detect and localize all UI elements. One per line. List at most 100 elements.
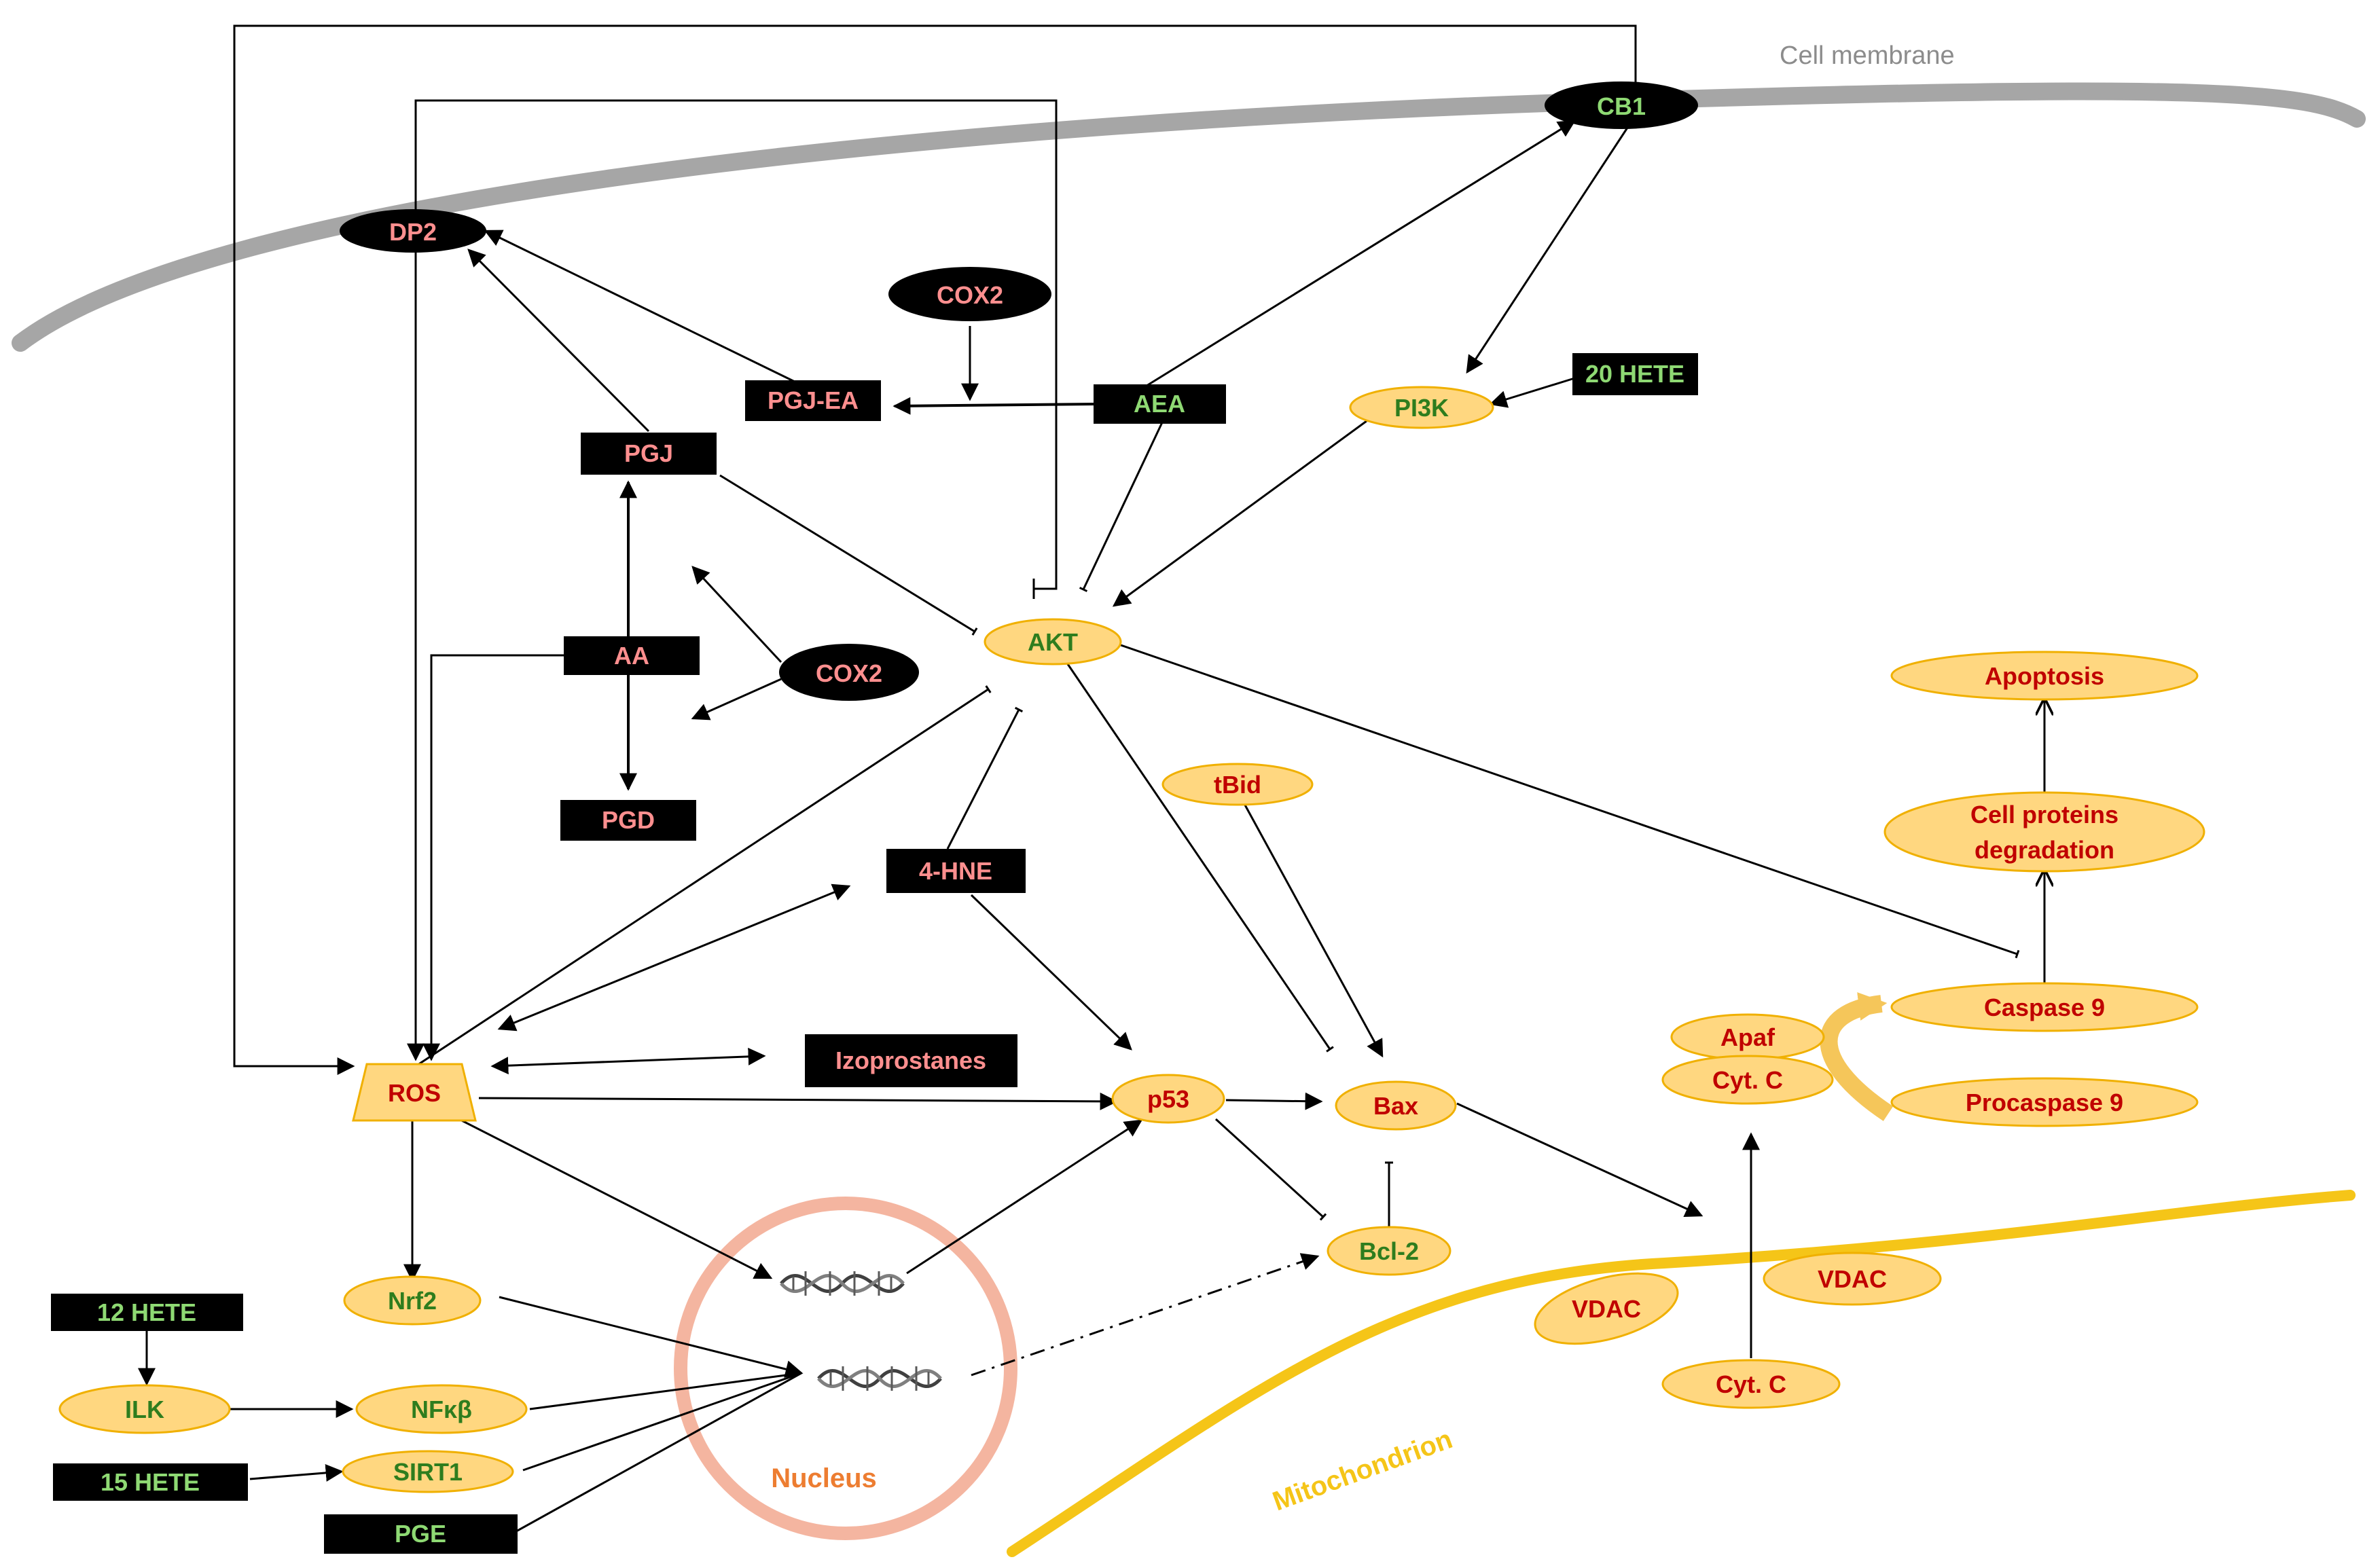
ros-p53 <box>478 1092 1118 1110</box>
nrf2-label: Nrf2 <box>388 1287 437 1315</box>
pi3k-akt <box>1112 420 1367 607</box>
pgd-label: PGD <box>602 806 655 834</box>
ilk-shape <box>58 1384 231 1434</box>
aea-akt <box>1079 420 1164 592</box>
akt-bax <box>1065 661 1334 1053</box>
hne-akt <box>946 706 1024 850</box>
pgj-ea-label: PGJ-EA <box>768 386 859 414</box>
dna-lower-icon <box>817 1366 942 1391</box>
ros-shape <box>352 1063 477 1122</box>
pgj-node: PGJ <box>581 433 717 475</box>
hete20-label: 20 HETE <box>1585 360 1684 388</box>
hete12-label: 12 HETE <box>97 1298 196 1326</box>
bax-vdac <box>1456 1102 1703 1218</box>
cell-membrane-label: Cell membrane <box>1780 41 1955 70</box>
ros-label: ROS <box>388 1079 441 1107</box>
apaf-label: Apaf <box>1720 1023 1775 1051</box>
hete15-node: 15 HETE <box>53 1463 248 1501</box>
aa-to-ros <box>422 654 564 1061</box>
cytc-lower-label: Cyt. C <box>1716 1370 1786 1398</box>
cytc-upper-shape <box>1661 1055 1834 1105</box>
dp2-node: DP2 <box>340 209 486 253</box>
apoptosis-label: Apoptosis <box>1985 662 2104 690</box>
tbid-shape <box>1161 763 1314 806</box>
pge-node: PGE <box>324 1514 518 1554</box>
nucleus-label: Nucleus <box>771 1463 877 1493</box>
pgj-label: PGJ <box>624 439 673 467</box>
nrf2-shape <box>343 1275 482 1326</box>
pgj-to-dp2 <box>467 249 650 433</box>
aea-node: AEA <box>1094 384 1226 424</box>
sirt1-label: SIRT1 <box>393 1458 463 1486</box>
pi3k-shape <box>1349 386 1494 429</box>
ros-izoprostanes <box>490 1047 766 1075</box>
nucleus <box>674 1197 1017 1540</box>
vdac-right-label: VDAC <box>1818 1265 1887 1293</box>
bax-label: Bax <box>1373 1092 1418 1120</box>
caspase9-shape <box>1890 982 2199 1032</box>
procaspase-activation-arrow <box>1820 992 1894 1121</box>
pgjea-to-dp2 <box>484 230 795 383</box>
hete20-node: 20 HETE <box>1572 353 1698 395</box>
hete15-label: 15 HETE <box>101 1468 200 1496</box>
aea-cb1 <box>1140 120 1576 390</box>
akt-caspase9 <box>1120 644 2020 959</box>
connectors <box>138 24 2044 1533</box>
mitochondrion-label: Mitochondrion <box>1269 1424 1456 1516</box>
nfkb-shape <box>355 1384 528 1434</box>
tbid-bax <box>1242 801 1384 1058</box>
p53-bcl2 <box>1214 1118 1327 1221</box>
cb1-label: CB1 <box>1597 92 1646 120</box>
ros-dna <box>448 1112 773 1279</box>
aea-to-pgjea <box>892 397 1096 415</box>
cell-proteins-label-1: Cell proteins <box>1970 801 2118 828</box>
mitochondrial-membrane <box>1007 1190 2356 1557</box>
cox2-top-node: COX2 <box>888 267 1051 321</box>
cytc-upper-label: Cyt. C <box>1712 1066 1783 1094</box>
aa-node: AA <box>564 636 700 675</box>
procaspase9-shape <box>1890 1077 2199 1127</box>
hete12-node: 12 HETE <box>51 1294 243 1331</box>
bax-shape <box>1335 1080 1457 1131</box>
sirt1-dna <box>522 1372 802 1472</box>
ilk-label: ILK <box>125 1396 164 1423</box>
pgj-ea-node: PGJ-EA <box>745 380 881 421</box>
pgd-node: PGD <box>560 800 696 841</box>
vdac-left-label: VDAC <box>1572 1295 1641 1323</box>
cb1-node: CB1 <box>1545 81 1698 129</box>
ros-hne <box>497 883 851 1032</box>
cox2-mid-down <box>691 678 782 721</box>
bcl2-label: Bcl-2 <box>1359 1237 1419 1265</box>
dp2-akt-loop <box>414 99 1058 590</box>
sirt1-shape <box>342 1450 514 1493</box>
nfkb-label: NFκβ <box>411 1396 472 1423</box>
hne-p53 <box>970 894 1132 1051</box>
procaspase9-label: Procaspase 9 <box>1966 1089 2123 1116</box>
hne-label: 4-HNE <box>919 857 992 885</box>
p53-bax <box>1225 1092 1323 1110</box>
p53-label: p53 <box>1147 1085 1189 1113</box>
bcl2-shape <box>1327 1226 1452 1276</box>
aea-label: AEA <box>1134 390 1185 418</box>
caspase9-label: Caspase 9 <box>1984 993 2105 1021</box>
dna-p53 <box>906 1119 1143 1275</box>
nrf2-dna <box>499 1296 804 1378</box>
cb1-pi3k <box>1466 125 1630 374</box>
cox2-mid-node: COX2 <box>779 644 919 701</box>
cox2-mid-up <box>691 566 782 663</box>
cox2-mid-label: COX2 <box>816 659 882 687</box>
hete15-sirt1 <box>249 1463 344 1482</box>
pge-dna <box>516 1372 802 1533</box>
dna-bcl2 <box>971 1253 1320 1376</box>
cox2-top-label: COX2 <box>937 281 1003 309</box>
akt-shape <box>984 618 1122 666</box>
cytc-lower-shape <box>1661 1359 1841 1409</box>
pgj-akt <box>719 474 978 636</box>
pi3k-label: PI3K <box>1394 394 1449 422</box>
izoprostanes-label: Izoprostanes <box>835 1046 986 1074</box>
dna-upper-icon <box>780 1271 905 1296</box>
cell-membrane <box>12 82 2366 352</box>
pge-label: PGE <box>395 1520 446 1548</box>
akt-label: AKT <box>1028 628 1078 656</box>
